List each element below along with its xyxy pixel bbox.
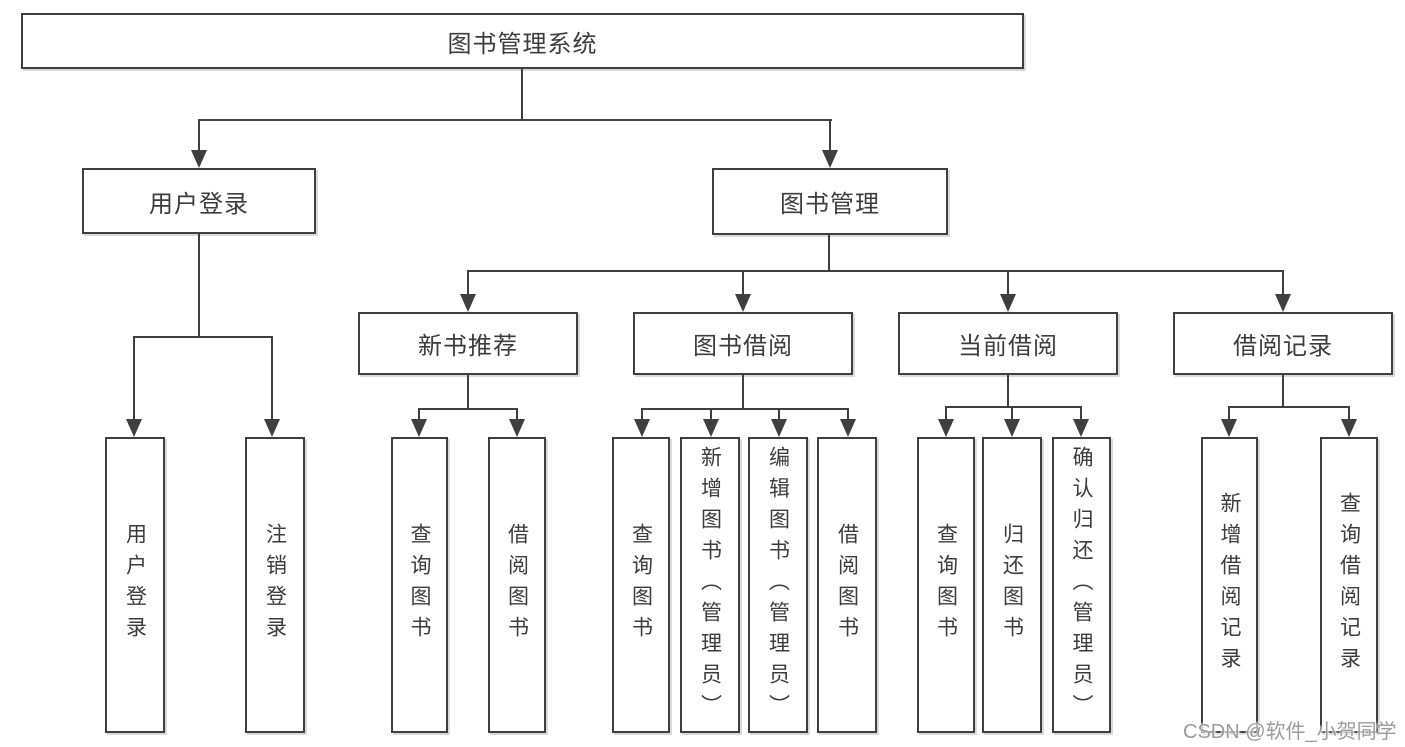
node-label: 确认归还（管理员） <box>1070 445 1093 725</box>
leaf-query-books-current: 查询图书 <box>917 437 975 733</box>
leaf-query-borrow-record: 查询借阅记录 <box>1320 437 1378 733</box>
node-label: 查询图书 <box>629 523 653 647</box>
arrowhead-down-icon <box>460 294 476 312</box>
leaf-edit-book-admin: 编辑图书（管理员） <box>748 437 808 733</box>
arrowhead-down-icon <box>771 419 787 437</box>
connector-rail <box>945 406 1082 408</box>
node-label: 编辑图书（管理员） <box>766 445 790 725</box>
node-label: 注销登录 <box>263 523 287 647</box>
connector-level3-rail <box>467 270 1284 272</box>
node-label: 查询借阅记录 <box>1337 492 1361 678</box>
node-label: 新增借阅记录 <box>1218 492 1241 678</box>
connector-shaft <box>641 408 643 420</box>
leaf-logout: 注销登录 <box>245 437 305 733</box>
connector-book-mgmt-stub <box>828 235 830 270</box>
csdn-watermark: CSDN @软件_小贺同学 <box>1183 721 1397 743</box>
arrowhead-down-icon <box>1221 419 1237 437</box>
connector-shaft <box>1011 406 1013 419</box>
node-book-management: 图书管理 <box>712 168 948 235</box>
leaf-confirm-return-admin: 确认归还（管理员） <box>1052 437 1111 733</box>
arrowhead-down-icon <box>840 419 856 437</box>
connector-shaft <box>467 270 469 294</box>
node-label: 查询图书 <box>408 523 431 647</box>
connector-shaft <box>1348 406 1350 419</box>
arrowhead-down-icon <box>1073 419 1089 437</box>
leaf-add-borrow-record: 新增借阅记录 <box>1201 437 1258 733</box>
arrowhead-down-icon <box>509 419 525 437</box>
node-label: 归还图书 <box>1000 523 1024 647</box>
connector-shaft <box>418 408 420 420</box>
arrowhead-down-icon <box>411 419 427 437</box>
node-current-borrowing: 当前借阅 <box>898 312 1118 375</box>
leaf-user-login: 用户登录 <box>105 437 165 733</box>
node-new-book-recommendation: 新书推荐 <box>358 312 578 375</box>
connector-shaft <box>1282 270 1284 294</box>
connector-shaft <box>829 119 831 150</box>
connector-shaft <box>847 408 849 420</box>
node-label: 借阅记录 <box>1233 333 1333 360</box>
node-label: 用户登录 <box>149 190 249 218</box>
node-label: 图书管理 <box>780 191 880 218</box>
leaf-borrow-books-borrowing: 借阅图书 <box>817 437 877 733</box>
node-user-login: 用户登录 <box>82 168 316 234</box>
connector-shaft <box>271 336 273 419</box>
connector-rail <box>1228 406 1350 408</box>
node-book-borrowing: 图书借阅 <box>633 312 853 375</box>
arrowhead-down-icon <box>264 419 280 437</box>
connector-shaft <box>742 270 744 294</box>
arrowhead-down-icon <box>1341 419 1357 437</box>
connector-stub <box>1007 375 1009 406</box>
node-label: 借阅图书 <box>835 523 859 647</box>
node-label: 用户登录 <box>123 523 147 647</box>
node-label: 图书管理系统 <box>447 30 598 58</box>
connector-level2-rail <box>198 119 832 121</box>
leaf-query-books-recommend: 查询图书 <box>391 437 448 733</box>
connector-shaft <box>516 408 518 420</box>
arrowhead-down-icon <box>938 419 954 437</box>
arrowhead-down-icon <box>822 150 838 168</box>
connector-shaft <box>133 336 135 419</box>
node-label: 新增图书（管理员） <box>698 445 722 725</box>
node-label: 当前借阅 <box>958 333 1058 360</box>
leaf-query-books-borrowing: 查询图书 <box>612 437 670 733</box>
arrowhead-down-icon <box>1004 419 1020 437</box>
leaf-add-book-admin: 新增图书（管理员） <box>680 437 740 733</box>
arrowhead-down-icon <box>126 419 142 437</box>
connector-shaft <box>778 408 780 420</box>
connector-stub <box>467 375 469 408</box>
connector-stub <box>1282 375 1284 406</box>
arrowhead-down-icon <box>191 150 207 168</box>
connector-rail <box>641 408 849 410</box>
arrowhead-down-icon <box>634 419 650 437</box>
node-label: 查询图书 <box>934 523 958 647</box>
node-borrowing-records: 借阅记录 <box>1173 312 1393 375</box>
connector-root-stub <box>521 69 523 119</box>
arrowhead-down-icon <box>735 294 751 312</box>
arrowhead-down-icon <box>1000 294 1016 312</box>
node-label: 借阅图书 <box>505 523 529 647</box>
leaf-return-books: 归还图书 <box>982 437 1042 733</box>
arrowhead-down-icon <box>703 419 719 437</box>
leaf-borrow-books-recommend: 借阅图书 <box>488 437 546 733</box>
connector-shaft <box>1228 406 1230 419</box>
node-label: 新书推荐 <box>418 333 518 360</box>
connector-stub <box>742 375 744 408</box>
connector-user-login-stub <box>198 234 200 336</box>
connector-shaft <box>1080 406 1082 419</box>
arrowhead-down-icon <box>1275 294 1291 312</box>
connector-shaft <box>198 119 200 150</box>
node-root-system: 图书管理系统 <box>21 13 1024 69</box>
connector-rail <box>418 408 518 410</box>
connector-shaft <box>1007 270 1009 294</box>
connector-user-login-rail <box>133 336 273 338</box>
connector-shaft <box>945 406 947 419</box>
node-label: 图书借阅 <box>693 333 793 360</box>
connector-shaft <box>710 408 712 420</box>
